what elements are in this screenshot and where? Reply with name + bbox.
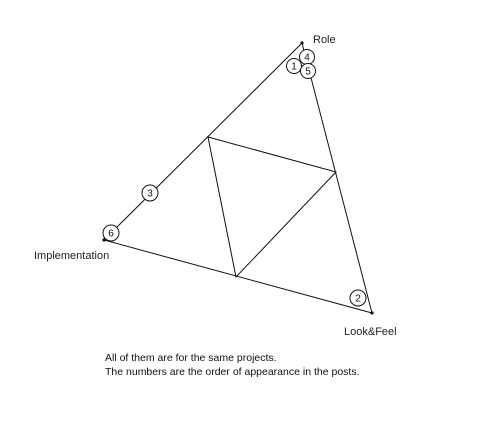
vertex-label-implementation: Implementation	[34, 250, 109, 262]
svg-text:2: 2	[355, 294, 361, 305]
svg-text:6: 6	[108, 229, 114, 240]
outer-triangle	[103, 42, 373, 314]
svg-text:4: 4	[304, 53, 310, 64]
vertex-dot-role	[300, 41, 304, 45]
svg-text:3: 3	[147, 189, 153, 200]
caption: All of them are for the same projects. T…	[105, 351, 360, 379]
marker-2: 2	[349, 289, 367, 307]
marker-6: 6	[102, 224, 120, 242]
vertex-label-role: Role	[313, 34, 336, 46]
marker-5: 5	[300, 63, 316, 79]
vertex-dot-look-and-feel	[370, 311, 374, 315]
svg-text:1: 1	[291, 62, 297, 73]
inner-triangle	[207, 136, 337, 279]
marker-3: 3	[141, 184, 159, 202]
marker-1: 1	[286, 58, 302, 74]
svg-text:5: 5	[305, 67, 311, 78]
vertex-label-look-and-feel: Look&Feel	[344, 326, 397, 338]
vertex-dot-implementation	[102, 238, 106, 242]
caption-line-1: All of them are for the same projects.	[105, 352, 277, 364]
caption-line-2: The numbers are the order of appearance …	[105, 366, 360, 378]
marker-4: 4	[299, 49, 315, 65]
